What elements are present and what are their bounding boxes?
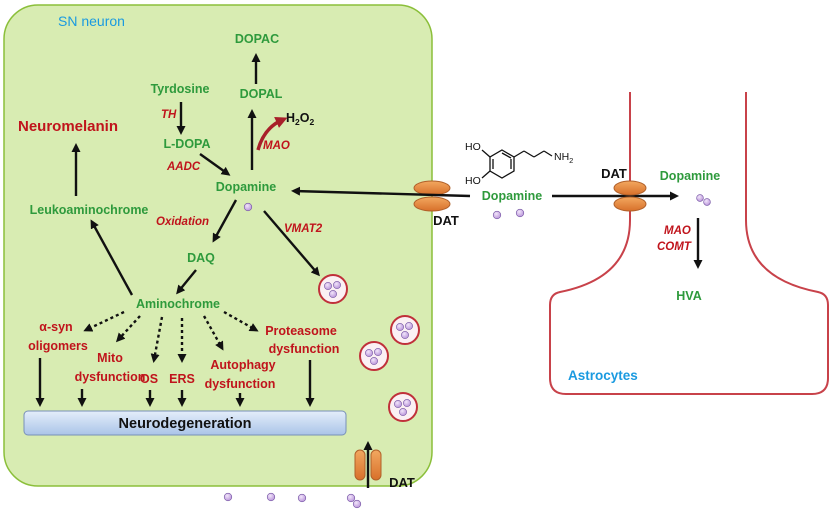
autophagy-label-2: dysfunction [205, 377, 276, 391]
arrow-dopamine-vesicle [263, 210, 320, 277]
nh2-label: NH2 [554, 151, 573, 165]
vesicle-icon [266, 492, 276, 502]
aadc-label: AADC [166, 161, 201, 173]
dotted-arrow-os [150, 316, 164, 363]
asyn-label-1: α-syn [39, 320, 72, 334]
leukoaminochrome-label: Leukoaminochrome [30, 203, 149, 217]
dotted-arrow-asyn [83, 310, 125, 332]
neurodegeneration-bar [23, 410, 347, 436]
mito-label-2: dysfunction [75, 370, 146, 384]
mao-curved-arrow [256, 116, 288, 151]
os-label: OS [140, 372, 158, 386]
aminochrome-label: Aminochrome [136, 297, 220, 311]
th-label: TH [161, 109, 177, 121]
arrow-dat-dopamine-uptake [291, 186, 471, 198]
arrow-ldopa-dopamine [199, 153, 231, 176]
oxidation-label: Oxidation [156, 216, 209, 228]
neuromelanin-label: Neuromelanin [18, 118, 118, 135]
autophagy-label-1: Autophagy [210, 358, 275, 372]
vesicle-icon [346, 493, 356, 503]
dat-transporter-icon [613, 180, 647, 212]
vesicle-icon [223, 492, 233, 502]
tyrosine-label: Tyrdosine [151, 82, 210, 96]
dat-label-astro: DAT [601, 166, 627, 181]
mao-label: MAO [263, 140, 290, 152]
daq-label: DAQ [187, 251, 215, 265]
asyn-label-2: oligomers [28, 339, 88, 353]
vesicle-icon [696, 194, 711, 206]
dat-label-main: DAT [433, 213, 459, 228]
vesicle-icon [297, 493, 307, 503]
dopal-label: DOPAL [240, 87, 283, 101]
dopamine-neuron-label: Dopamine [216, 180, 276, 194]
mao-astro-label: MAO [664, 225, 691, 237]
ho-bottom-label: HO [465, 175, 481, 187]
astrocytes-title: Astrocytes [568, 368, 638, 383]
vmat2-label: VMAT2 [284, 223, 323, 235]
proteasome-label-2: dysfunction [269, 342, 340, 356]
hva-label: HVA [676, 289, 701, 303]
h2o2-label: H2O2 [286, 111, 315, 127]
arrow-daq-aminochrome [176, 269, 197, 295]
dotted-arrow-autophagy [202, 315, 224, 351]
dotted-arrow-proteasome [223, 310, 259, 332]
ho-top-label: HO [465, 141, 481, 153]
dat-label-bottom: DAT [389, 475, 415, 490]
vesicle-icon [352, 499, 362, 509]
dat-transporter-icon [413, 180, 451, 212]
astrocyte-outline [549, 92, 829, 395]
dat-transporter-icon [354, 449, 382, 481]
neurodegeneration-label: Neurodegeneration [119, 416, 252, 432]
comt-label: COMT [657, 241, 692, 253]
dopac-label: DOPAC [235, 32, 279, 46]
neuron-title: SN neuron [58, 13, 125, 29]
mito-label-1: Mito [97, 351, 123, 365]
dopamine-structure-icon [481, 149, 553, 179]
ers-label: ERS [169, 372, 195, 386]
dopamine-extracellular-label: Dopamine [482, 189, 542, 203]
arrow-aminochrome-leuko [90, 219, 134, 296]
vesicle-icon [515, 208, 525, 218]
proteasome-label-1: Proteasome [265, 324, 337, 338]
arrow-dopamine-daq [212, 199, 238, 243]
vesicle-icon [243, 202, 253, 212]
vesicle-icon [318, 274, 348, 304]
vesicle-icon [390, 315, 420, 345]
ldopa-label: L-DOPA [164, 137, 211, 151]
neuron-cell-body [3, 4, 433, 487]
dopamine-astro-label: Dopamine [660, 169, 720, 183]
vesicle-icon [359, 341, 389, 371]
vesicle-icon [492, 210, 502, 220]
vesicle-icon [388, 392, 418, 422]
